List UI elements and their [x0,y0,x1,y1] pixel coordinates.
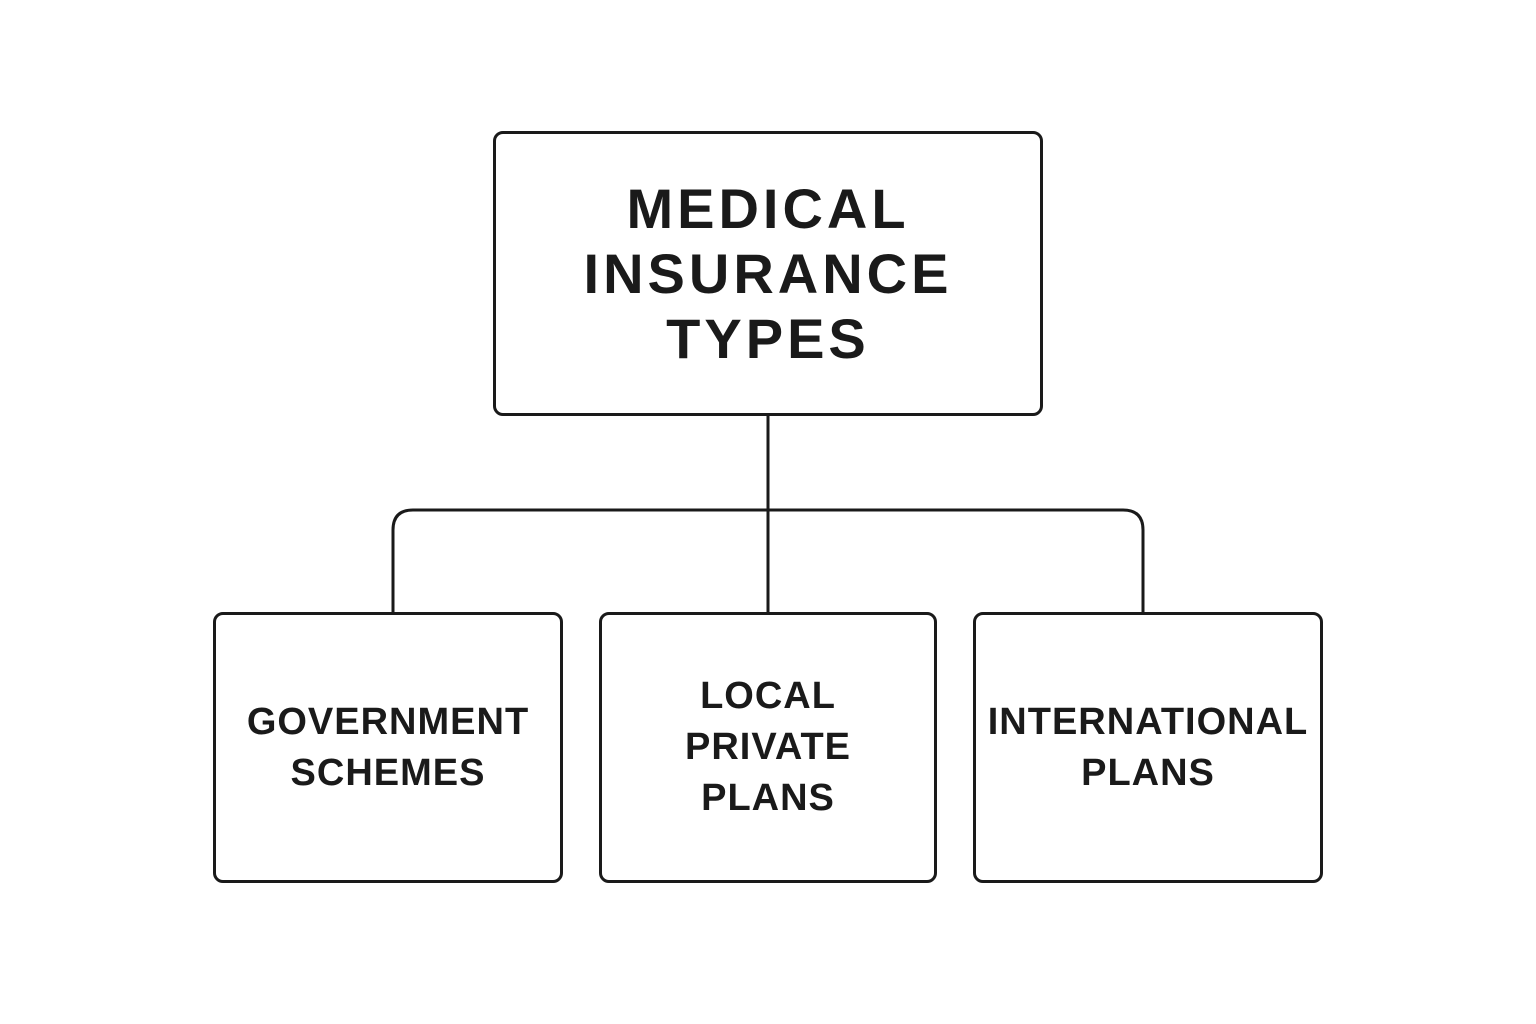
child-node-label: INTERNATIONAL PLANS [987,700,1309,794]
branch-bar-line [391,508,1145,612]
child-node-label: GOVERNMENT SCHEMES [246,700,530,794]
root-node-label: MEDICAL INSURANCE TYPES [583,177,953,370]
child-node-label: LOCAL PRIVATE PLANS [684,675,852,819]
child-node-government-schemes: GOVERNMENT SCHEMES [213,612,563,883]
root-node-medical-insurance-types: MEDICAL INSURANCE TYPES [493,131,1043,416]
child-node-international-plans: INTERNATIONAL PLANS [973,612,1323,883]
child-node-local-private-plans: LOCAL PRIVATE PLANS [599,612,937,883]
